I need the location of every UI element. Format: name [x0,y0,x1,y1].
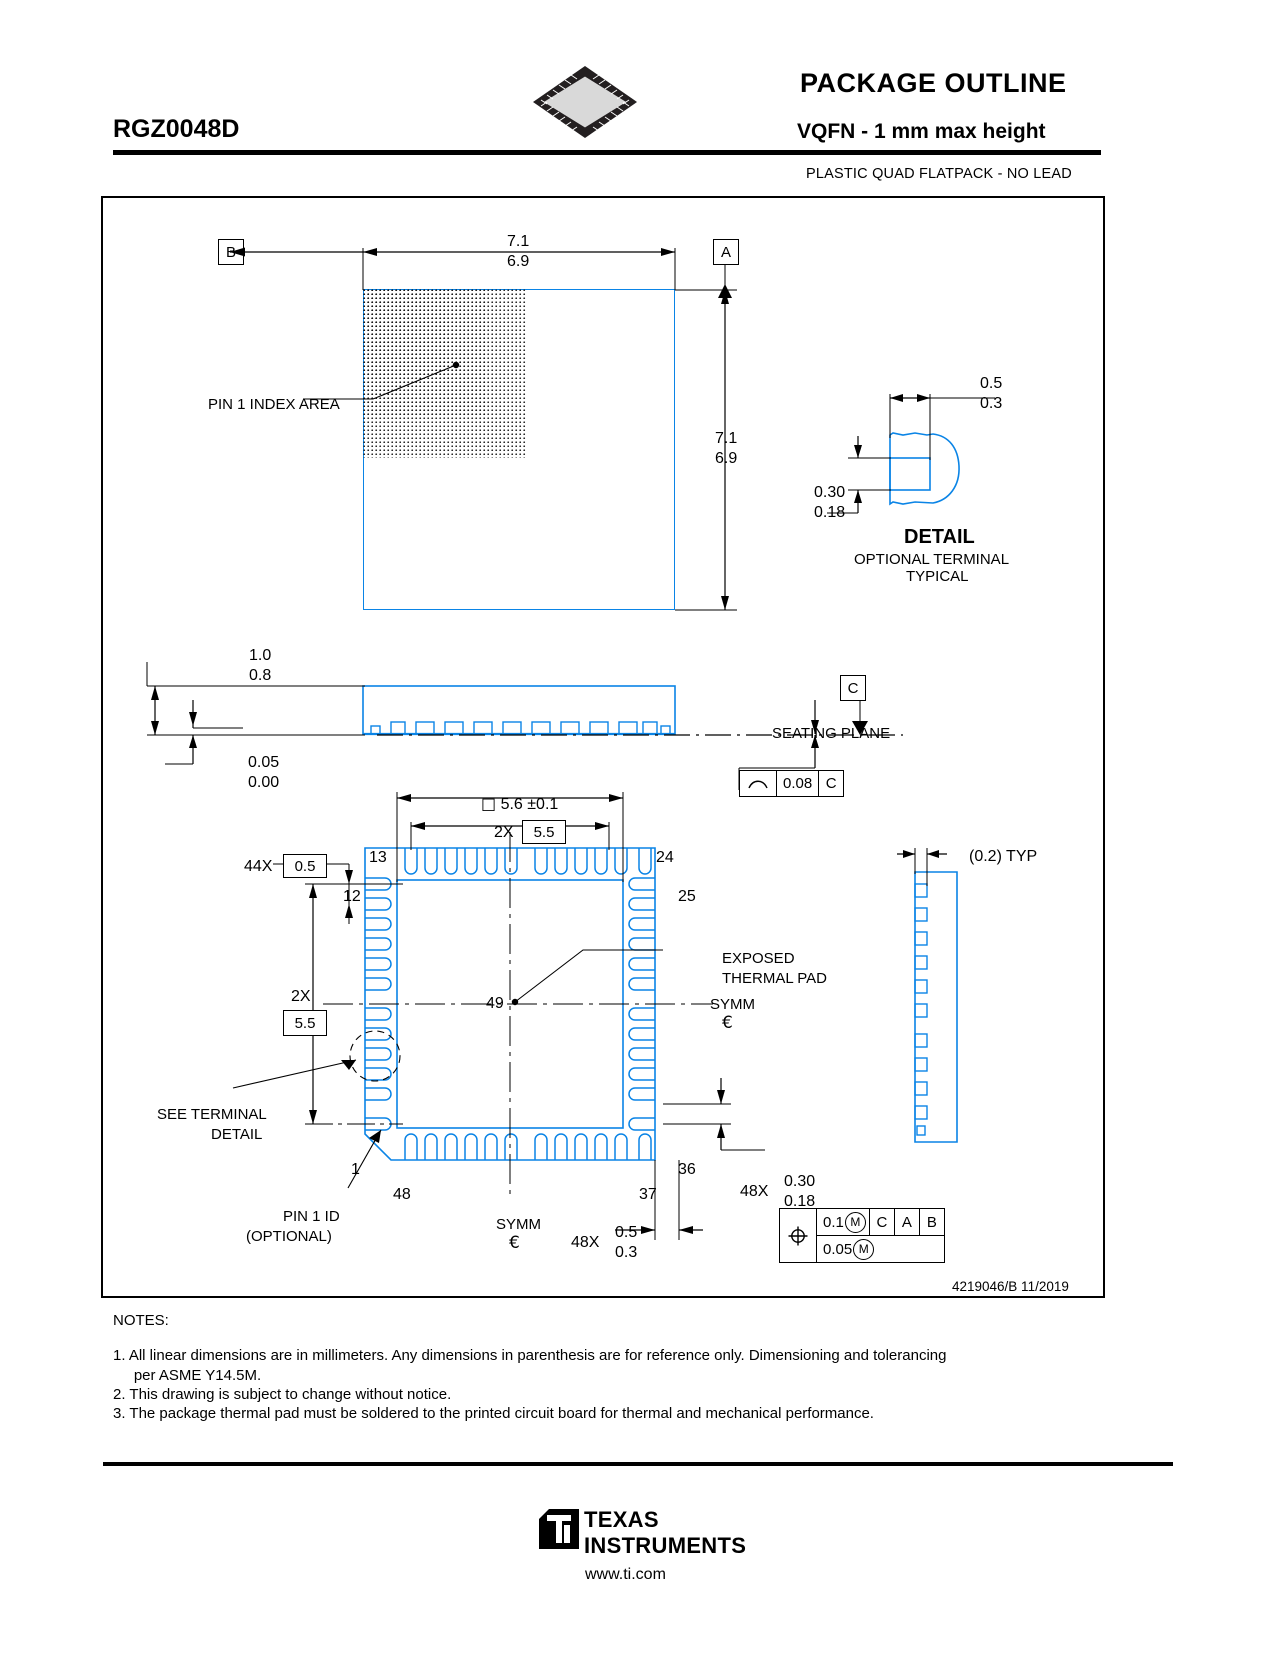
lead-length-min: 0.3 [615,1244,638,1261]
pin1-index-area-hatch [303,289,527,458]
flatness-control-frame: 0.08 C [739,770,845,797]
top-view-height-min: 6.9 [715,450,738,467]
side-view-standoff-min: 0.00 [248,774,280,791]
side-view-geometry [146,662,903,790]
drawing-number: 4219046/B 11/2019 [952,1279,1069,1294]
qfn-package-3d-icon [533,66,637,138]
pin-number-48: 48 [393,1186,411,1203]
detail-thickness-max: 0.30 [814,484,846,501]
thermal-pad-dim: □ 5.6 ±0.1 [481,794,558,814]
lead-width-qty: 48X [740,1183,769,1200]
flatness-tolerance: 0.08 [777,771,820,796]
pin-number-24: 24 [656,849,674,866]
pin1-index-area-label: PIN 1 INDEX AREA [208,396,340,413]
bottom-view-side-strip [897,848,958,1143]
see-terminal-detail-label-2: DETAIL [211,1126,263,1143]
pin-number-36: 36 [678,1161,696,1178]
position-control-frame: 0.1 M C A B 0.05 M [779,1208,945,1263]
ti-url: www.ti.com [585,1566,666,1583]
page-title: PACKAGE OUTLINE [800,68,1067,98]
flatness-symbol-icon [740,771,777,796]
detail-length-max: 0.5 [980,375,1003,392]
lead-length-qty: 48X [571,1234,600,1251]
detail-subtitle-2: TYPICAL [906,568,969,585]
centerline-symbol-bottom-icon: € [509,1233,520,1253]
ti-logo-text-2: INSTRUMENTS [584,1533,747,1558]
detail-length-min: 0.3 [980,395,1003,412]
symm-bottom-label: SYMM [496,1216,541,1233]
side-strip-typ-dim: (0.2) TYP [969,848,1038,865]
top-view-dimensions [230,247,737,611]
mmc-modifier-1-icon: M [844,1211,866,1233]
pitch-qty: 44X [244,858,273,875]
exposed-thermal-pad-label-2: THERMAL PAD [722,970,828,987]
pin-number-25: 25 [678,888,696,905]
ti-logo-text-1: TEXAS [584,1507,659,1532]
package-family-note: PLASTIC QUAD FLATPACK - NO LEAD [806,166,1072,182]
side-view-height-min: 0.8 [249,667,272,684]
row-span-qty: 2X [291,988,311,1005]
pitch-span-qty: 2X [494,824,514,841]
datum-ref-b: B [926,1213,937,1231]
detail-thickness-min: 0.18 [814,504,846,521]
pin1-id-label-2: (OPTIONAL) [246,1228,332,1245]
pin-number-13: 13 [369,849,387,866]
pitch-value: 0.5 [294,857,316,875]
datum-ref-a: A [895,1209,920,1235]
notes-title: NOTES: [113,1312,169,1329]
lead-width-min: 0.18 [784,1193,816,1210]
see-terminal-detail-label-1: SEE TERMINAL [157,1106,267,1123]
lead-width-max: 0.30 [784,1173,816,1190]
pin-number-12: 12 [343,888,361,905]
top-view-height-max: 7.1 [715,430,738,447]
row-span-value: 5.5 [294,1014,316,1032]
lead-length-max: 0.5 [615,1224,638,1241]
flatness-datum: C [825,775,837,792]
thermal-pad-number: 49 [486,995,504,1012]
thermal-pad-dim-value: 5.6 ±0.1 [500,796,559,813]
bottom-view-geometry [232,792,765,1240]
pitch-box: 0.5 [283,854,327,878]
top-view-width-min: 6.9 [507,253,530,270]
package-subtitle: VQFN - 1 mm max height [797,120,1046,143]
optional-terminal-profile [827,394,995,514]
top-view-width-max: 7.1 [507,233,530,250]
note-item-2: 2. This drawing is subject to change wit… [113,1386,452,1403]
pitch-span-value: 5.5 [533,823,555,841]
square-symbol-icon: □ [481,794,497,813]
datum-c-label: C [847,679,859,697]
note-item-3: 3. The package thermal pad must be solde… [113,1405,874,1422]
pin1-id-label-1: PIN 1 ID [283,1208,340,1225]
exposed-thermal-pad-label-1: EXPOSED [722,950,795,967]
drawing-frame: PIN 1 INDEX AREA B A [101,196,1105,1298]
mmc-modifier-2-icon: M [853,1238,875,1260]
position-tol-2: 0.05 [823,1240,853,1258]
note-item-1: 1. All linear dimensions are in millimet… [113,1347,947,1384]
position-tol-1: 0.1 [823,1213,844,1231]
seating-plane-label: SEATING PLANE [772,725,891,742]
detail-subtitle-1: OPTIONAL TERMINAL [854,551,1010,568]
symm-right-label: SYMM [710,996,755,1013]
datum-c-flag: C [840,675,866,701]
datum-a-flag: A [713,239,739,265]
header-divider [113,150,1101,155]
datum-ref-c: C [870,1209,895,1235]
position-symbol-icon [780,1209,817,1262]
side-view-standoff-max: 0.05 [248,754,280,771]
pin-number-37: 37 [639,1186,657,1203]
datum-a-label: A [720,243,731,261]
row-span-box: 5.5 [283,1010,327,1036]
part-number: RGZ0048D [113,115,240,143]
detail-title: DETAIL [904,526,975,548]
centerline-symbol-right-icon: € [722,1013,733,1033]
side-view-height-max: 1.0 [249,647,272,664]
ti-logo-icon [539,1509,579,1549]
footer-divider [103,1462,1173,1466]
pin-number-1: 1 [351,1161,360,1178]
pitch-span-box: 5.5 [522,820,566,844]
